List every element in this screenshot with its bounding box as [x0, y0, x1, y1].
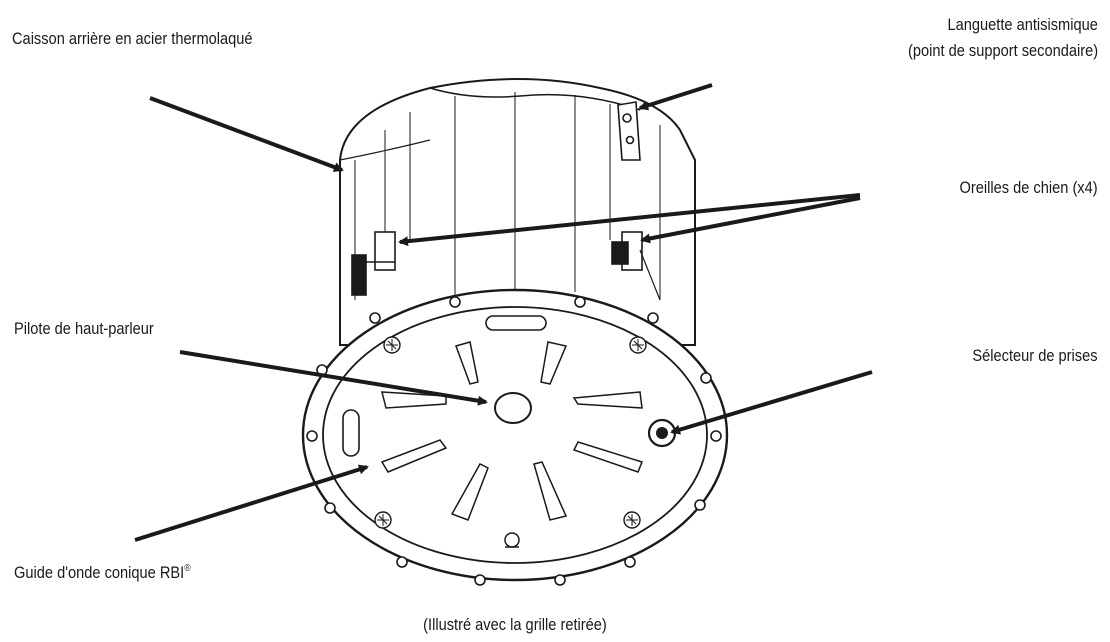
dog-ear-right — [611, 231, 661, 301]
label-seismic-tab-line2: (point de support secondaire) — [907, 41, 1098, 60]
back-can — [339, 78, 696, 346]
leader-arrows — [134, 83, 873, 542]
arrow-driver — [179, 350, 488, 406]
arrow-dog-ear-left — [398, 193, 861, 247]
label-tap-selector: Sélecteur de prises — [972, 346, 1098, 365]
arrow-waveguide — [134, 464, 369, 542]
registered-mark: ® — [184, 563, 191, 574]
driver-dome — [494, 392, 532, 424]
arrow-back-can — [149, 96, 344, 172]
waveguide-vanes — [380, 341, 643, 521]
tap-selector-knob — [647, 418, 677, 448]
label-waveguide: Guide d'onde conique RBI® — [14, 562, 191, 584]
label-dog-ears: Oreilles de chien (x4) — [959, 178, 1098, 197]
arrow-dog-ear-right — [640, 196, 861, 244]
label-waveguide-text: Guide d'onde conique RBI — [14, 563, 185, 582]
front-flange — [301, 288, 729, 582]
baffle-screws — [374, 336, 647, 529]
caption: (Illustré avec la grille retirée) — [423, 615, 607, 634]
baffle-slots — [342, 315, 547, 457]
arrow-seismic-tab — [638, 83, 713, 111]
baffle-bottom-tab — [504, 532, 520, 548]
flange-screws — [306, 296, 722, 586]
dog-ear-left — [351, 231, 396, 296]
label-seismic-tab-line1: Languette antisismique — [947, 15, 1098, 34]
seismic-tab — [617, 101, 641, 161]
label-driver: Pilote de haut-parleur — [14, 319, 154, 338]
label-back-can: Caisson arrière en acier thermolaqué — [12, 29, 253, 48]
arrow-tap-selector — [670, 370, 873, 435]
